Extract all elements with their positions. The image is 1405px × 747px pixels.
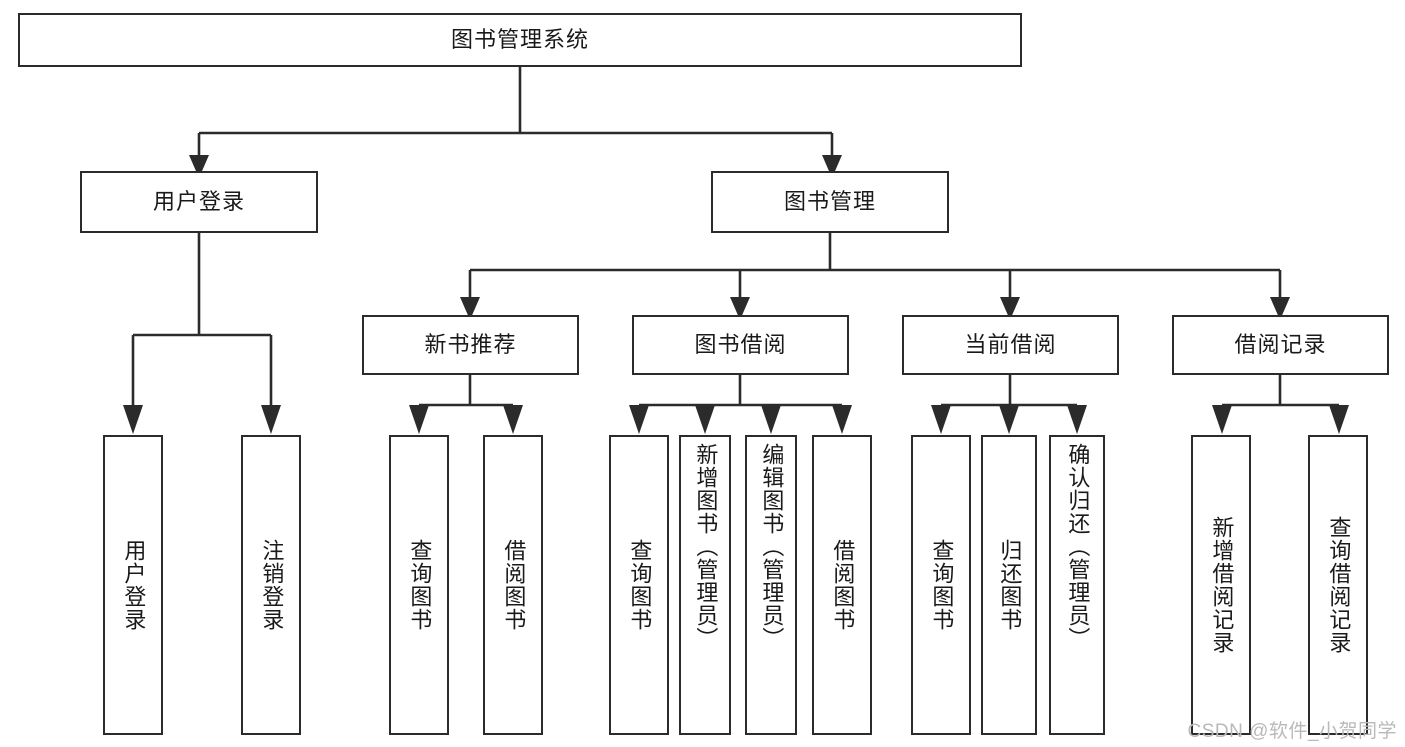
node-label: 用户登录 bbox=[152, 188, 245, 214]
watermark-text: CSDN @软件_小贺同学 bbox=[1187, 721, 1397, 742]
leaf-book-borrow-add-book-admin[interactable]: 新增图书（管理员） bbox=[679, 435, 731, 735]
node-label: 查询借阅记录 bbox=[1326, 516, 1352, 654]
leaf-new-book-query-book[interactable]: 查询图书 bbox=[389, 435, 449, 735]
node-label: 借阅图书 bbox=[501, 539, 527, 631]
node-label: 图书管理 bbox=[783, 188, 876, 214]
leaf-borrow-record-query-record[interactable]: 查询借阅记录 bbox=[1308, 435, 1368, 735]
node-book-borrow[interactable]: 图书借阅 bbox=[632, 315, 849, 375]
node-label: 当前借阅 bbox=[964, 331, 1057, 357]
leaf-book-borrow-borrow-book[interactable]: 借阅图书 bbox=[812, 435, 872, 735]
leaf-book-borrow-edit-book-admin[interactable]: 编辑图书（管理员） bbox=[745, 435, 797, 735]
node-label: 图书管理系统 bbox=[450, 26, 589, 52]
node-label: 图书借阅 bbox=[694, 331, 787, 357]
node-label: 新增借阅记录 bbox=[1209, 516, 1235, 654]
node-label: 查询图书 bbox=[929, 539, 955, 631]
node-borrow-record[interactable]: 借阅记录 bbox=[1172, 315, 1389, 375]
node-label: 新书推荐 bbox=[424, 331, 517, 357]
leaf-new-book-borrow-book[interactable]: 借阅图书 bbox=[483, 435, 543, 735]
leaf-current-borrow-return-book[interactable]: 归还图书 bbox=[981, 435, 1037, 735]
node-label: 编辑图书（管理员） bbox=[759, 443, 785, 650]
node-book-management[interactable]: 图书管理 bbox=[711, 171, 949, 233]
node-label: 新增图书（管理员） bbox=[693, 443, 719, 650]
leaf-current-borrow-confirm-return-admin[interactable]: 确认归还（管理员） bbox=[1049, 435, 1105, 735]
leaf-user-login-login[interactable]: 用户登录 bbox=[103, 435, 163, 735]
node-label: 用户登录 bbox=[121, 539, 147, 631]
node-root-book-management-system[interactable]: 图书管理系统 bbox=[18, 13, 1022, 67]
node-label: 注销登录 bbox=[259, 539, 285, 631]
node-label: 借阅记录 bbox=[1234, 331, 1327, 357]
node-current-borrow[interactable]: 当前借阅 bbox=[902, 315, 1119, 375]
node-label: 查询图书 bbox=[627, 539, 653, 631]
leaf-current-borrow-query-book[interactable]: 查询图书 bbox=[911, 435, 971, 735]
node-label: 归还图书 bbox=[997, 539, 1023, 631]
node-label: 查询图书 bbox=[407, 539, 433, 631]
node-label: 借阅图书 bbox=[830, 539, 856, 631]
leaf-book-borrow-query-book[interactable]: 查询图书 bbox=[609, 435, 669, 735]
node-user-login[interactable]: 用户登录 bbox=[80, 171, 318, 233]
node-label: 确认归还（管理员） bbox=[1065, 443, 1091, 650]
leaf-user-login-logout[interactable]: 注销登录 bbox=[241, 435, 301, 735]
node-new-book-recommend[interactable]: 新书推荐 bbox=[362, 315, 579, 375]
leaf-borrow-record-add-record[interactable]: 新增借阅记录 bbox=[1191, 435, 1251, 735]
